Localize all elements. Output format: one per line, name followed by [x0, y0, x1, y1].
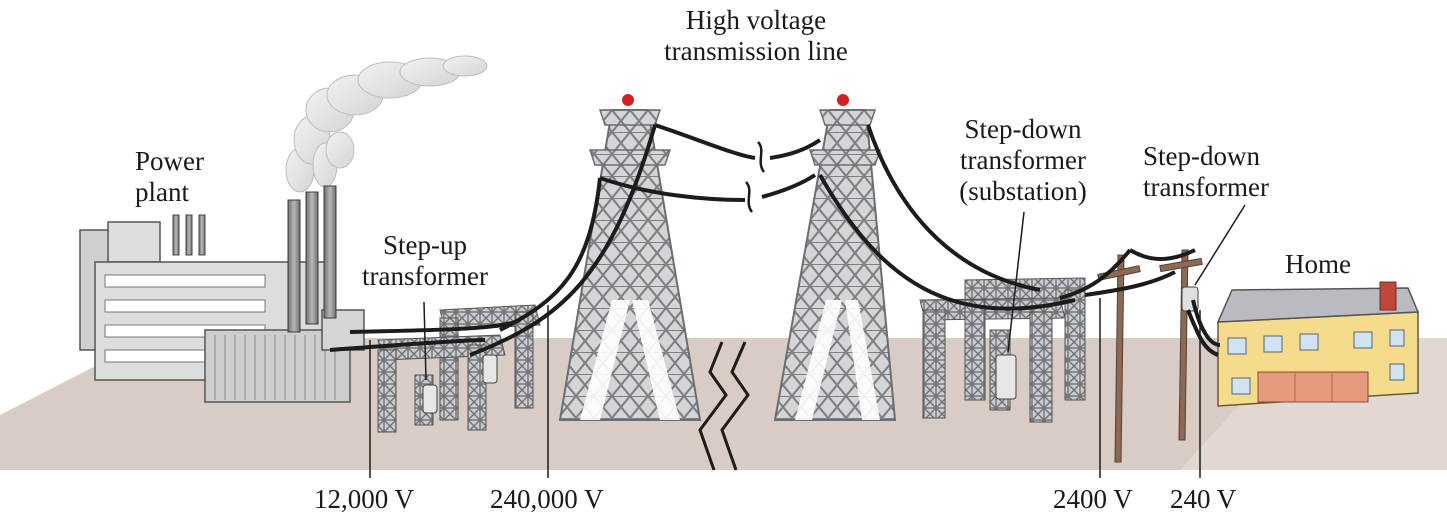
- voltage-transmission: 240,000 V: [490, 484, 604, 514]
- power-plant-label: Power plant: [135, 146, 204, 207]
- step-up-transformer-label: Step-up transformer: [362, 230, 488, 291]
- power-cables: [329, 123, 1221, 357]
- transmission-tower-right: [773, 94, 897, 421]
- cable-break-marks: [744, 141, 766, 213]
- substation-yard: [919, 277, 1086, 423]
- utility-poles: [1097, 249, 1203, 463]
- transmission-tower-left: [558, 94, 702, 421]
- distance-break-mark: [698, 341, 750, 471]
- smokestacks: [287, 185, 337, 333]
- substation-label: Step-down transformer (substation): [959, 114, 1087, 206]
- voltage-generation: 12,000 V: [314, 484, 415, 514]
- voltage-distribution: 2400 V: [1053, 484, 1133, 514]
- home-house: [1216, 281, 1420, 407]
- high-voltage-line-label: High voltage transmission line: [664, 5, 848, 66]
- home-label: Home: [1285, 249, 1351, 279]
- power-plant-building: [79, 214, 365, 403]
- voltage-household: 240 V: [1170, 484, 1237, 514]
- pole-transformer-label: Step-down transformer: [1143, 141, 1269, 202]
- smoke-plume: [285, 55, 488, 193]
- label-leader-lines: [369, 204, 1246, 478]
